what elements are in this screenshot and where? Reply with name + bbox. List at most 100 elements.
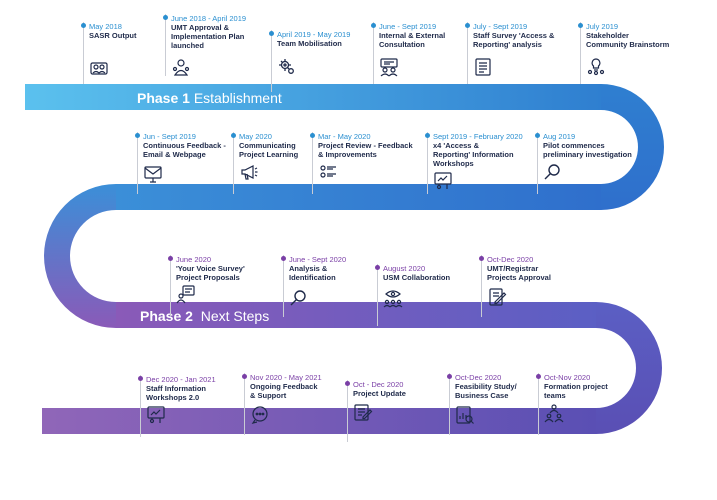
milestone-date: April 2019 - May 2019 [277, 30, 351, 39]
megaphone-icon [239, 162, 259, 182]
milestone-title: Formation project teams [544, 382, 608, 400]
phase-1-label: Phase 1 Establishment [137, 90, 282, 106]
milestone-date: July 2019 [586, 22, 619, 31]
milestone-dot [81, 23, 86, 28]
milestone-date: Oct - Dec 2020 [353, 380, 404, 389]
milestone-title: Internal & External Consultation [379, 31, 446, 49]
milestone-title: Team Mobilisation [277, 39, 342, 48]
milestone-title: Stakeholder Community Brainstorm [586, 31, 670, 49]
milestone-title: Project Review - Feedback & Improvements [318, 141, 413, 159]
milestone-date: Jun - Sept 2019 [143, 132, 196, 141]
milestone-team-mobilisation: April 2019 - May 2019 Team Mobilisation [269, 30, 351, 92]
milestone-usm-collaboration: August 2020 USM Collaboration [375, 264, 451, 326]
workshop-icon [146, 405, 166, 425]
milestone-title: UMT Approval & Implementation Plan launc… [171, 23, 245, 50]
milestone-title: x4 'Access & Reporting' Information Work… [433, 141, 514, 168]
milestone-information-workshops: Sept 2019 - February 2020 x4 'Access & R… [425, 132, 523, 194]
milestone-ongoing-feedback: Nov 2020 - May 2021 Ongoing Feedback & S… [242, 373, 322, 435]
phase-2-label: Phase 2 Next Steps [140, 308, 270, 324]
milestone-title: 'Your Voice Survey' Project Proposals [176, 264, 245, 282]
milestone-project-update: Oct - Dec 2020 Project Update [345, 380, 406, 442]
milestone-consultation: June - Sept 2019 Internal & External Con… [371, 22, 446, 84]
people-icon [89, 57, 109, 77]
chat-icon [250, 405, 270, 425]
milestone-date: Aug 2019 [543, 132, 576, 141]
milestone-dot [345, 381, 350, 386]
milestone-date: Dec 2020 - Jan 2021 [146, 375, 216, 384]
milestone-feasibility-study: Oct-Dec 2020 Feasibility Study/ Business… [447, 373, 517, 435]
consultation-icon [379, 57, 399, 77]
milestone-stakeholder-brainstorm: July 2019 Stakeholder Community Brainsto… [578, 22, 670, 84]
milestone-dot [535, 133, 540, 138]
milestone-title: Continuous Feedback - Email & Webpage [143, 141, 226, 159]
milestone-dot [447, 374, 452, 379]
milestone-dot [375, 265, 380, 270]
approval-doc-icon [487, 287, 507, 307]
milestone-date: Nov 2020 - May 2021 [250, 373, 322, 382]
milestone-date: May 2018 [89, 22, 122, 31]
milestone-date: Sept 2019 - February 2020 [433, 132, 523, 141]
milestone-pilot-investigation: Aug 2019 Pilot commences preliminary inv… [535, 132, 632, 194]
collaboration-icon [383, 288, 403, 308]
milestone-dot [281, 256, 286, 261]
milestone-date: July - Sept 2019 [473, 22, 528, 31]
review-icon [318, 162, 338, 182]
email-icon [143, 164, 163, 184]
milestone-formation-teams: Oct-Nov 2020 Formation project teams [536, 373, 608, 435]
magnifier-icon [543, 162, 563, 182]
milestone-title: Ongoing Feedback & Support [250, 382, 318, 400]
milestone-title: Pilot commences preliminary investigatio… [543, 141, 632, 159]
milestone-dot [536, 374, 541, 379]
milestone-date: June 2020 [176, 255, 212, 264]
milestone-project-review: Mar - May 2020 Project Review - Feedback… [310, 132, 413, 194]
team-icon [544, 403, 564, 423]
milestone-title: Analysis & Identification [289, 264, 336, 282]
magnifier-icon [289, 288, 309, 308]
milestone-title: Communicating Project Learning [239, 141, 299, 159]
milestone-dot [138, 376, 143, 381]
workshop-icon [433, 171, 453, 191]
brainstorm-icon [586, 57, 606, 77]
milestone-dot [310, 133, 315, 138]
milestone-sasr-output: May 2018 SASR Output [81, 22, 137, 84]
milestone-title: Staff Survey 'Access & Reporting' analys… [473, 31, 555, 49]
gears-icon [277, 56, 297, 76]
milestone-date: June - Sept 2020 [289, 255, 347, 264]
milestone-dot [163, 15, 168, 20]
milestone-your-voice-survey: June 2020 'Your Voice Survey' Project Pr… [168, 255, 245, 317]
milestone-date: Oct-Nov 2020 [544, 373, 591, 382]
milestone-date: May 2020 [239, 132, 272, 141]
milestone-staff-workshops-2: Dec 2020 - Jan 2021 Staff Information Wo… [138, 375, 216, 437]
milestone-dot [371, 23, 376, 28]
milestone-communicating-learning: May 2020 Communicating Project Learning [231, 132, 299, 194]
milestone-date: Oct-Dec 2020 [455, 373, 502, 382]
milestone-continuous-feedback: Jun - Sept 2019 Continuous Feedback - Em… [135, 132, 226, 194]
milestone-title: Staff Information Workshops 2.0 [146, 384, 206, 402]
milestone-umt-registrar-approval: Oct-Dec 2020 UMT/Registrar Projects Appr… [479, 255, 551, 317]
milestone-dot [425, 133, 430, 138]
milestone-dot [242, 374, 247, 379]
milestone-title: SASR Output [89, 31, 137, 40]
survey-icon [473, 57, 493, 77]
milestone-title: Project Update [353, 389, 406, 398]
milestone-title: USM Collaboration [383, 273, 451, 282]
milestone-date: June - Sept 2019 [379, 22, 437, 31]
chart-doc-icon [455, 405, 475, 425]
milestone-dot [465, 23, 470, 28]
milestone-date: August 2020 [383, 264, 426, 273]
milestone-dot [269, 31, 274, 36]
milestone-dot [135, 133, 140, 138]
milestone-title: UMT/Registrar Projects Approval [487, 264, 551, 282]
milestone-analysis-identification: June - Sept 2020 Analysis & Identificati… [281, 255, 347, 317]
milestone-title: Feasibility Study/ Business Case [455, 382, 517, 400]
voice-survey-icon [176, 284, 196, 304]
user-approval-icon [171, 57, 191, 77]
document-edit-icon [353, 402, 373, 422]
milestone-date: Mar - May 2020 [318, 132, 371, 141]
milestone-umt-approval: June 2018 - April 2019 UMT Approval & Im… [163, 14, 246, 77]
milestone-dot [578, 23, 583, 28]
milestone-dot [168, 256, 173, 261]
milestone-staff-survey: July - Sept 2019 Staff Survey 'Access & … [465, 22, 555, 84]
